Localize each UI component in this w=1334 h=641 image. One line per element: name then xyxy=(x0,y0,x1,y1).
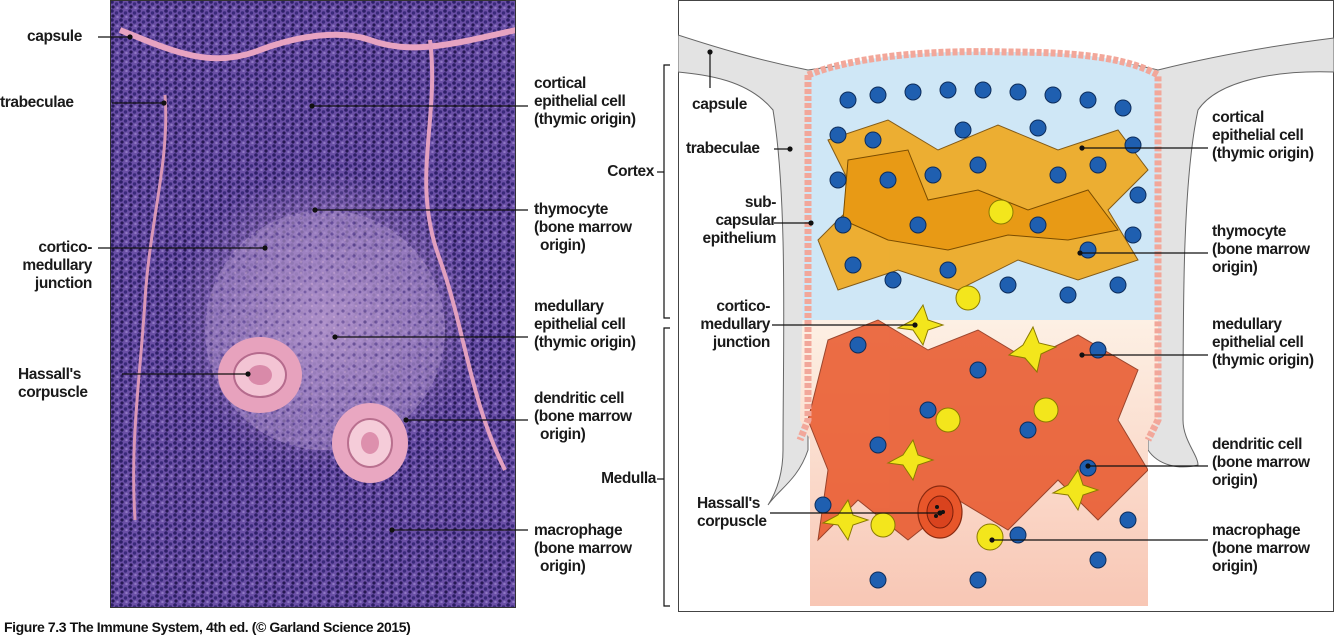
label-line: epithelial cell xyxy=(1212,127,1314,145)
label-line: medullary xyxy=(534,298,636,316)
schematic-label-macrophage: macrophage (bone marrow origin) xyxy=(1212,522,1310,576)
label-line: (thymic origin) xyxy=(534,111,636,129)
label-line: capsular xyxy=(690,212,776,230)
schematic-label-dendritic: dendritic cell (bone marrow origin) xyxy=(1212,436,1310,490)
label-line: (bone marrow xyxy=(1212,241,1310,259)
label-line: corpuscle xyxy=(18,384,88,402)
label-line: origin) xyxy=(1212,558,1310,576)
label-line: medullary xyxy=(0,257,92,275)
label-line: medullary xyxy=(684,316,770,334)
label-line: cortico- xyxy=(0,239,92,257)
micrograph-label-cortical-epithelial: cortical epithelial cell (thymic origin) xyxy=(534,75,636,129)
schematic-label-cortico-medullary: cortico- medullary junction xyxy=(684,298,770,352)
label-line: (bone marrow xyxy=(1212,454,1310,472)
label-line: medullary xyxy=(1212,316,1314,334)
label-line: Hassall's xyxy=(697,495,767,513)
schematic-label-medulla: Medulla xyxy=(580,470,656,488)
label-line: epithelial cell xyxy=(1212,334,1314,352)
label-line: thymocyte xyxy=(534,201,632,219)
micrograph-label-dendritic: dendritic cell (bone marrow origin) xyxy=(534,390,632,444)
figure-caption: Figure 7.3 The Immune System, 4th ed. (©… xyxy=(4,619,410,635)
micrograph-label-cortico-medullary: cortico- medullary junction xyxy=(0,239,92,293)
label-line: junction xyxy=(684,334,770,352)
label-line: origin) xyxy=(534,558,632,576)
micrograph-label-hassalls: Hassall's corpuscle xyxy=(18,366,88,402)
micrograph-label-macrophage: macrophage (bone marrow origin) xyxy=(534,522,632,576)
label-line: thymocyte xyxy=(1212,223,1310,241)
label-line: epithelial cell xyxy=(534,316,636,334)
label-line: cortico- xyxy=(684,298,770,316)
label-line: (bone marrow xyxy=(1212,540,1310,558)
label-line: (thymic origin) xyxy=(1212,352,1314,370)
label-line: epithelial cell xyxy=(534,93,636,111)
label-line: (thymic origin) xyxy=(534,334,636,352)
label-line: (bone marrow xyxy=(534,540,632,558)
label-line: origin) xyxy=(534,237,632,255)
label-line: origin) xyxy=(534,426,632,444)
label-line: sub- xyxy=(690,194,776,212)
label-line: Hassall's xyxy=(18,366,88,384)
schematic-label-subcapsular: sub- capsular epithelium xyxy=(690,194,776,248)
micrograph-label-capsule: capsule xyxy=(27,28,82,46)
label-line: dendritic cell xyxy=(534,390,632,408)
label-line: corpuscle xyxy=(697,513,767,531)
label-line: Cortex xyxy=(590,163,654,181)
label-line: Medulla xyxy=(580,470,656,488)
label-line: capsule xyxy=(692,96,747,114)
label-line: trabeculae xyxy=(0,94,74,112)
label-line: macrophage xyxy=(534,522,632,540)
label-line: capsule xyxy=(27,28,82,46)
schematic-label-medullary-epithelial: medullary epithelial cell (thymic origin… xyxy=(1212,316,1314,370)
label-line: dendritic cell xyxy=(1212,436,1310,454)
label-line: junction xyxy=(0,275,92,293)
label-line: cortical xyxy=(1212,109,1314,127)
schematic-label-capsule: capsule xyxy=(692,96,747,114)
label-line: trabeculae xyxy=(686,140,760,158)
label-line: epithelium xyxy=(690,230,776,248)
schematic-label-cortical-epithelial: cortical epithelial cell (thymic origin) xyxy=(1212,109,1314,163)
label-line: (thymic origin) xyxy=(1212,145,1314,163)
label-line: (bone marrow xyxy=(534,408,632,426)
schematic-label-thymocyte: thymocyte (bone marrow origin) xyxy=(1212,223,1310,277)
label-line: (bone marrow xyxy=(534,219,632,237)
label-line: origin) xyxy=(1212,259,1310,277)
schematic-label-hassalls: Hassall's corpuscle xyxy=(697,495,767,531)
micrograph-label-trabeculae: trabeculae xyxy=(0,94,74,112)
label-line: cortical xyxy=(534,75,636,93)
schematic-label-trabeculae: trabeculae xyxy=(686,140,760,158)
micrograph-label-medullary-epithelial: medullary epithelial cell (thymic origin… xyxy=(534,298,636,352)
label-line: macrophage xyxy=(1212,522,1310,540)
micrograph-label-thymocyte: thymocyte (bone marrow origin) xyxy=(534,201,632,255)
schematic-label-cortex: Cortex xyxy=(590,163,654,181)
label-line: origin) xyxy=(1212,472,1310,490)
